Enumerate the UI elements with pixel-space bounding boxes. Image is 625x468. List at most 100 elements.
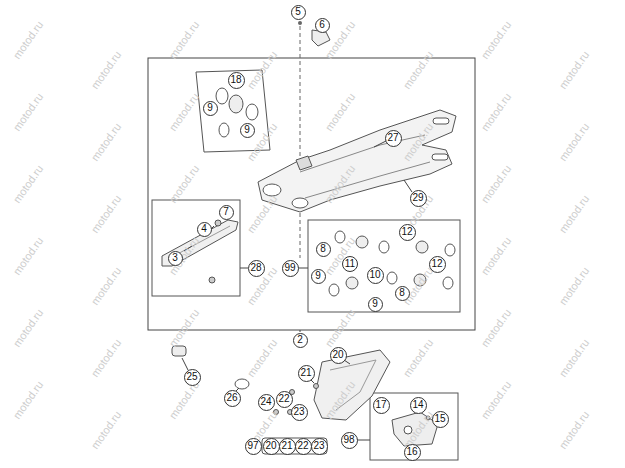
watermark: motod.ru <box>479 235 514 277</box>
watermark: motod.ru <box>11 307 46 349</box>
callout-circle-outline <box>385 130 401 146</box>
callout-text: 10 <box>369 270 380 280</box>
watermark: motod.ru <box>557 49 592 91</box>
bushing <box>387 272 397 284</box>
leader-line <box>300 330 301 332</box>
linkage-mount <box>296 156 312 170</box>
callout-text: 16 <box>406 447 417 457</box>
callout-number: 14 <box>410 397 427 414</box>
callout-number: 26 <box>224 390 241 407</box>
watermark: motod.ru <box>323 379 358 421</box>
callout-number: 17 <box>373 397 390 414</box>
callout-circle-outline <box>410 190 426 206</box>
leader-line <box>404 180 412 192</box>
callout-text: 8 <box>399 288 405 298</box>
callout-text: 9 <box>207 103 213 113</box>
leader-line <box>357 440 370 441</box>
callout-circle-outline <box>245 438 261 454</box>
watermark: motod.ru <box>167 379 202 421</box>
screw-kit-frame <box>262 438 327 454</box>
callout-circle-outline <box>316 242 330 256</box>
callout-number: 9 <box>203 101 218 116</box>
callout-text: 17 <box>375 400 386 410</box>
watermark: motod.ru <box>11 91 46 133</box>
leader-line <box>298 268 308 269</box>
callout-text: 9 <box>315 271 321 281</box>
callout-text: 6 <box>319 20 325 30</box>
watermark: motod.ru <box>557 337 592 379</box>
pivot-bore <box>292 198 308 208</box>
watermark: motod.ru <box>401 265 436 307</box>
callout-text: 26 <box>226 393 237 403</box>
watermark: motod.ru <box>479 19 514 61</box>
callout-number: 20 <box>263 438 280 455</box>
watermark: motod.ru <box>479 163 514 205</box>
watermark: motod.ru <box>479 379 514 421</box>
callout-number: 9 <box>311 269 326 284</box>
callout-number: 24 <box>258 394 275 411</box>
callout-number: 2 <box>293 333 308 348</box>
callout-text: 21 <box>281 441 292 451</box>
callout-text: 23 <box>313 441 324 451</box>
callout-text: 9 <box>244 125 250 135</box>
callout-text: 22 <box>278 394 289 404</box>
watermark: motod.ru <box>89 193 124 235</box>
watermark: motod.ru <box>401 409 436 451</box>
leader-line <box>182 358 188 370</box>
callout-circle-outline <box>298 365 314 381</box>
callout-number: 23 <box>291 404 308 421</box>
callout-circle-outline <box>197 222 211 236</box>
watermark: motod.ru <box>11 163 46 205</box>
callout-number: 28 <box>248 260 265 277</box>
callout-circle-outline <box>203 101 217 115</box>
axle-slot <box>433 118 449 124</box>
callout-text: 97 <box>247 441 258 451</box>
callout-circle-outline <box>410 397 426 413</box>
watermark: motod.ru <box>245 337 280 379</box>
callout-text: 98 <box>343 435 354 445</box>
bushing <box>379 241 389 253</box>
screw <box>209 277 215 283</box>
leader-line <box>374 141 386 147</box>
callout-circle-outline <box>258 394 274 410</box>
screw <box>215 220 221 226</box>
watermark: motod.ru <box>89 121 124 163</box>
callout-circle-outline <box>341 432 357 448</box>
bushing <box>356 236 368 248</box>
callout-text: 22 <box>297 441 308 451</box>
callout-circle-outline <box>311 269 325 283</box>
callout-number: 12 <box>399 224 416 241</box>
watermark: motod.ru <box>401 49 436 91</box>
watermark: motod.ru <box>557 265 592 307</box>
callout-text: 8 <box>320 244 326 254</box>
callout-text: 21 <box>300 368 311 378</box>
callout-text: 11 <box>345 259 355 269</box>
screw <box>314 384 319 389</box>
leader-line <box>236 388 239 391</box>
callout-circle-outline <box>315 18 329 32</box>
seal-ring <box>219 123 229 137</box>
screw <box>298 21 302 25</box>
callout-number: 12 <box>429 256 446 273</box>
callout-number: 21 <box>279 438 296 455</box>
callout-text: 5 <box>295 7 301 17</box>
callout-circle-outline <box>168 251 182 265</box>
callout-number: 29 <box>410 190 427 207</box>
ring-part <box>235 379 249 389</box>
callout-number: 8 <box>395 286 410 301</box>
callout-circle-outline <box>368 297 382 311</box>
callout-text: 12 <box>401 227 412 237</box>
bearing <box>229 95 243 113</box>
callout-circle-outline <box>291 5 305 19</box>
bushing <box>443 277 453 289</box>
assembly-axis <box>300 213 301 258</box>
watermark: motod.ru <box>167 163 202 205</box>
watermark: motod.ru <box>11 19 46 61</box>
assembly-axis <box>300 26 301 160</box>
callout-circle-outline <box>399 224 415 240</box>
callout-number: 97 <box>245 438 262 455</box>
bearing <box>246 104 258 120</box>
callout-number: 20 <box>330 347 347 364</box>
callout-circle-outline <box>263 438 279 454</box>
